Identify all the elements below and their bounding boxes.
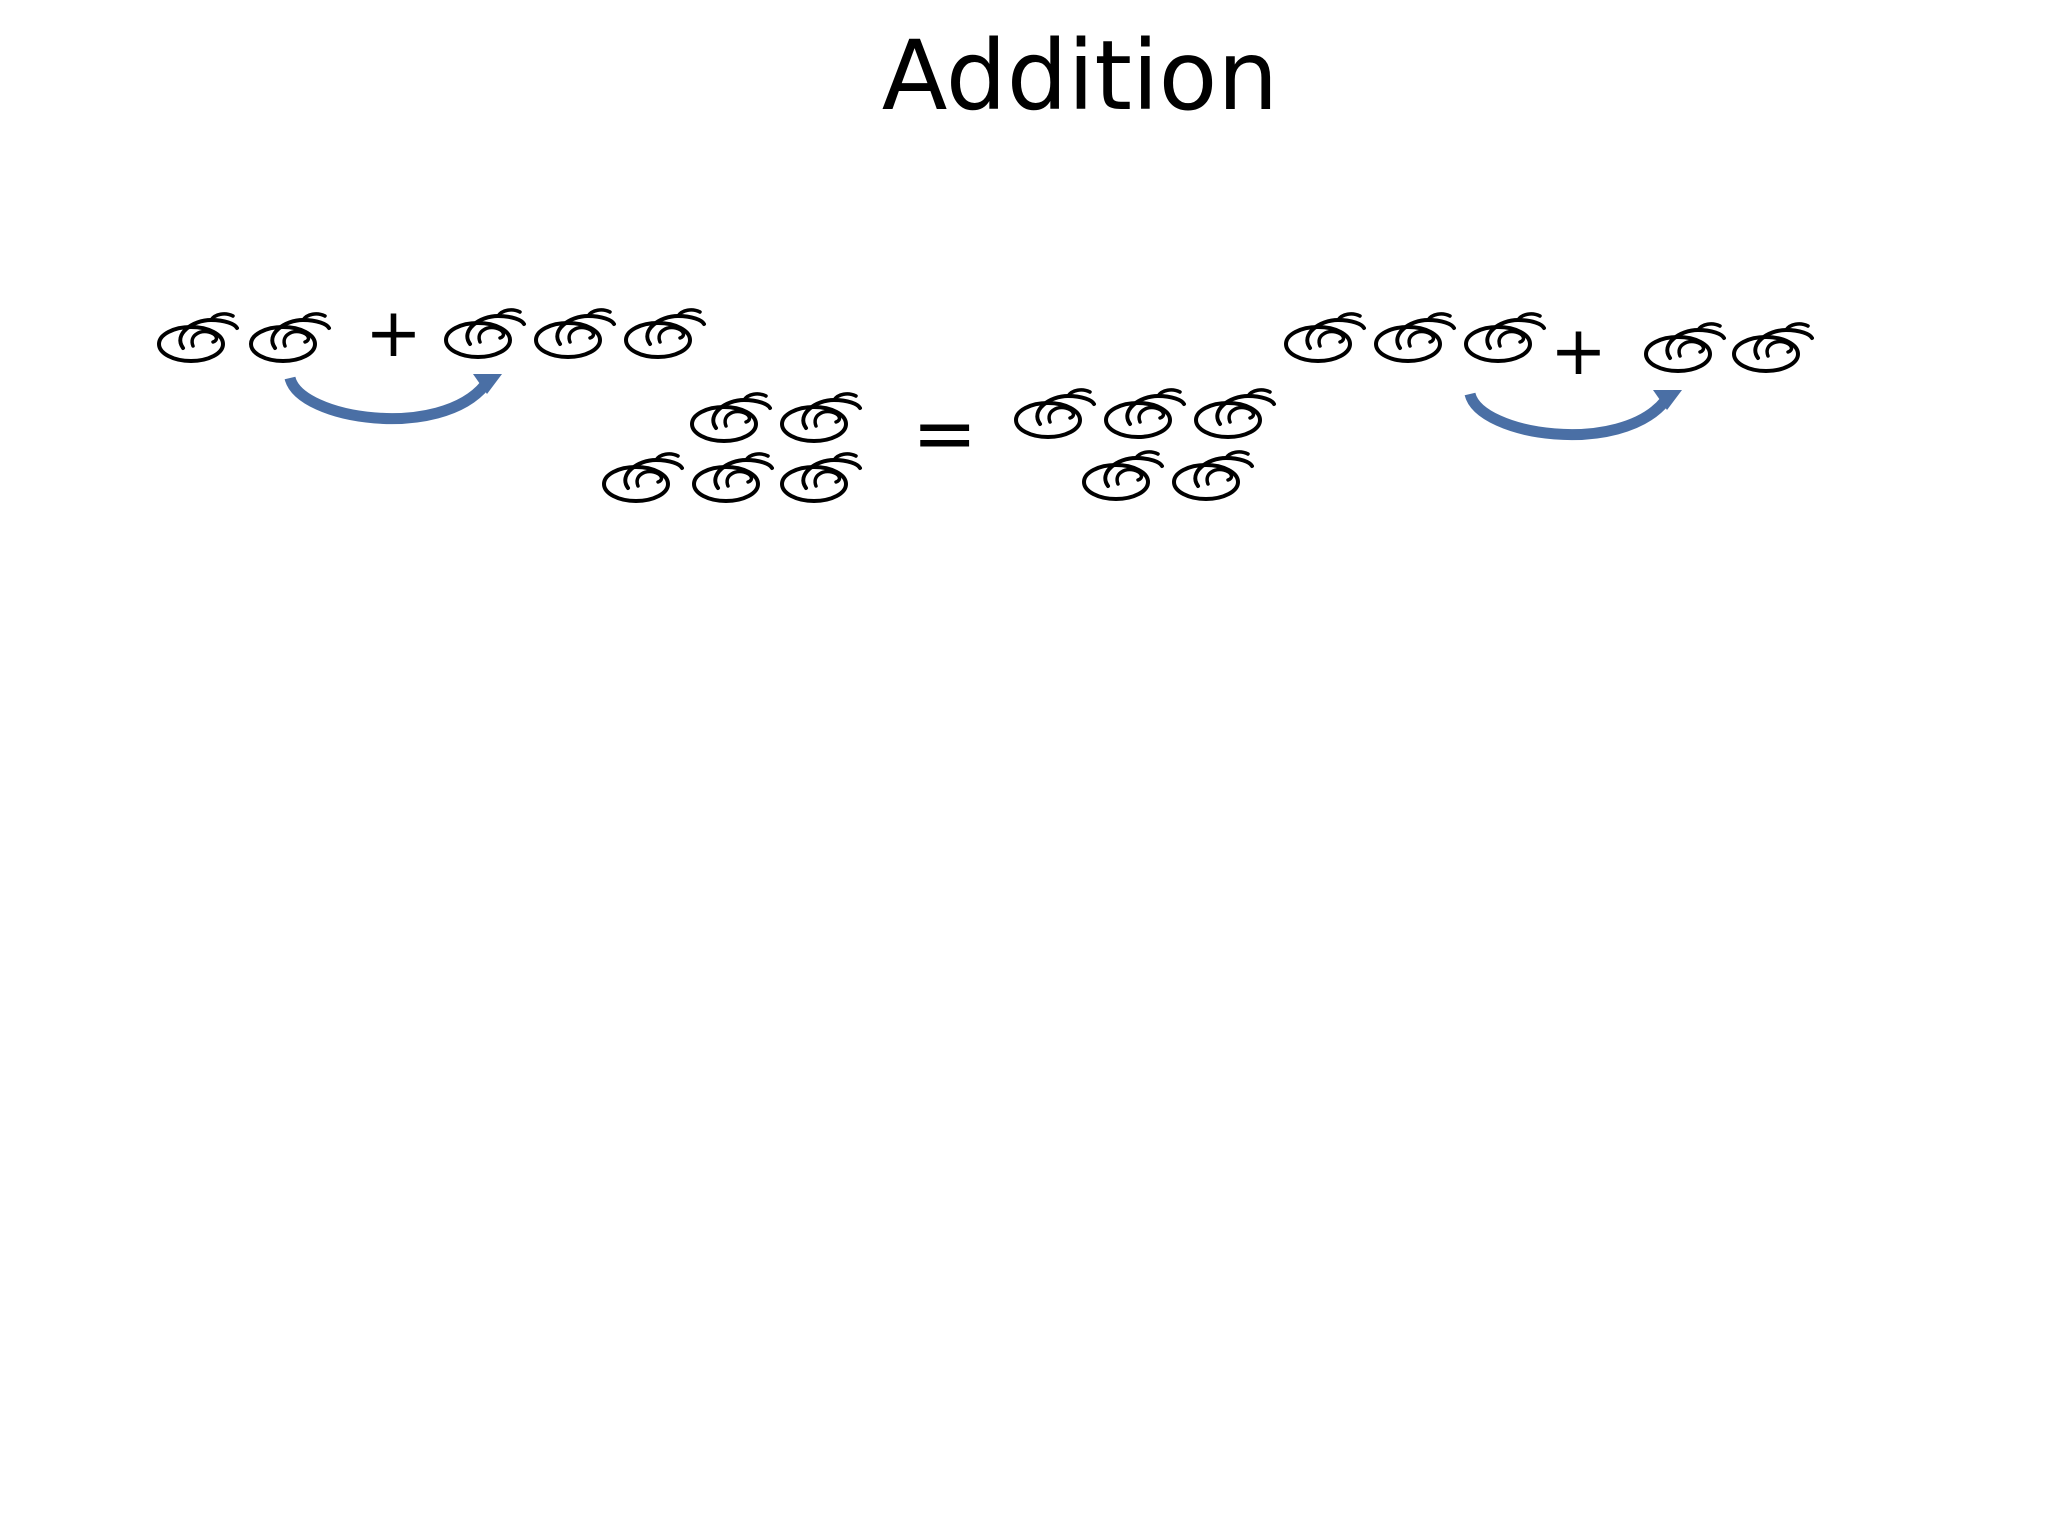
bean-icon: [1100, 384, 1190, 440]
bean-icon: [530, 304, 620, 360]
bean-icon: [1728, 318, 1818, 374]
curved-arrow-icon: [280, 370, 505, 444]
bean-icon: [1010, 384, 1100, 440]
bean-icon: [1168, 446, 1258, 502]
bean-icon: [1280, 308, 1370, 364]
bean-icon: [153, 308, 243, 364]
bean-icon: [1460, 308, 1550, 364]
bean-icon: [686, 388, 776, 444]
bean-icon: [1370, 308, 1460, 364]
plus-sign: +: [365, 294, 422, 373]
bean-icon: [598, 448, 688, 504]
bean-icon: [440, 304, 530, 360]
bean-icon: [1640, 318, 1730, 374]
bean-icon: [1190, 384, 1280, 440]
bean-icon: [776, 448, 866, 504]
equals-sign: =: [912, 389, 978, 479]
curved-arrow-icon: [1460, 386, 1685, 460]
bean-icon: [776, 388, 866, 444]
slide-title: Addition: [881, 20, 1279, 132]
plus-sign: +: [1550, 312, 1607, 391]
bean-icon: [620, 304, 710, 360]
bean-icon: [688, 448, 778, 504]
bean-icon: [1078, 446, 1168, 502]
bean-icon: [245, 308, 335, 364]
